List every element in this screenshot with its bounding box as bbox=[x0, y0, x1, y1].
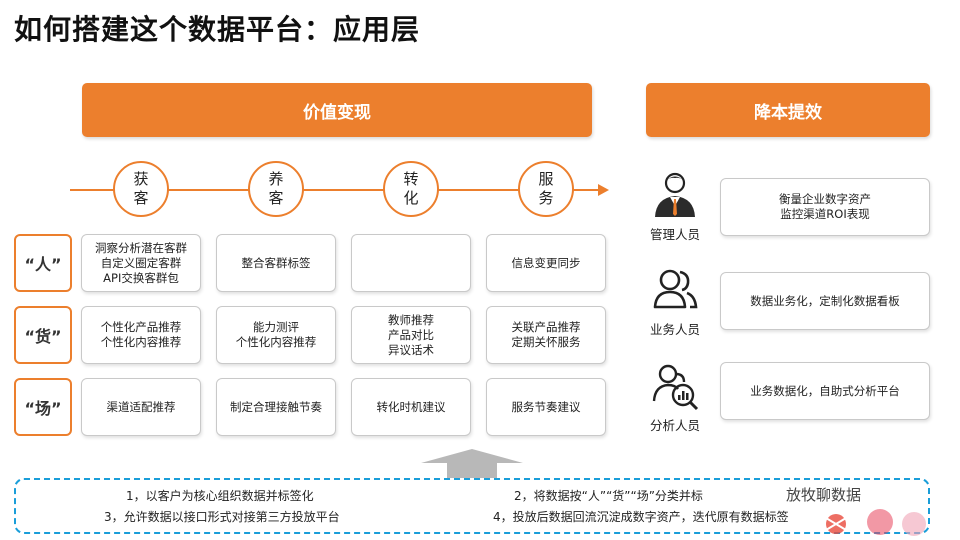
cell-goods-convert: 教师推荐 产品对比 异议话术 bbox=[351, 306, 471, 364]
note-3: 3，允许数据以接口形式对接第三方投放平台 bbox=[104, 510, 340, 524]
role-label: 分析人员 bbox=[649, 418, 700, 433]
business-staff-icon bbox=[650, 265, 700, 315]
role-label: 业务人员 bbox=[649, 322, 700, 337]
watermark-text: 放牧聊数据 bbox=[786, 486, 862, 504]
cell-line: 个性化产品推荐 bbox=[100, 320, 182, 334]
note-1: 1，以客户为核心组织数据并标签化 bbox=[126, 489, 314, 503]
cell-goods-service: 关联产品推荐 定期关怀服务 bbox=[486, 306, 606, 364]
cell-scene-convert: 转化时机建议 bbox=[351, 378, 471, 436]
cell-line: 制定合理接触节奏 bbox=[230, 399, 322, 414]
cell-line: 洞察分析潜在客群 bbox=[95, 240, 187, 255]
cell-line: 自定义圈定客群 bbox=[100, 255, 182, 270]
manager-description: 衡量企业数字资产 监控渠道ROI表现 bbox=[720, 178, 930, 236]
efficiency-banner: 降本提效 bbox=[646, 83, 930, 137]
up-arrow-icon bbox=[421, 449, 523, 483]
cell-line: 个性化内容推荐 bbox=[100, 335, 182, 349]
cell-scene-acquire: 渠道适配推荐 bbox=[81, 378, 201, 436]
cell-line: 关联产品推荐 bbox=[511, 320, 581, 334]
role-analyst: 分析人员 bbox=[640, 361, 710, 434]
cell-line: 转化时机建议 bbox=[376, 399, 446, 414]
desc-line: 业务数据化，自助式分析平台 bbox=[750, 383, 900, 398]
analyst-description: 业务数据化，自助式分析平台 bbox=[720, 362, 930, 420]
stage-timeline bbox=[70, 189, 600, 191]
stage-service: 服务 bbox=[518, 161, 574, 217]
cell-scene-nurture: 制定合理接触节奏 bbox=[216, 378, 336, 436]
role-label: 管理人员 bbox=[649, 227, 700, 242]
watermark-logo bbox=[822, 500, 932, 540]
row-label-goods: “货” bbox=[14, 306, 72, 364]
cell-line: 教师推荐 bbox=[388, 312, 434, 327]
stage-acquire: 获客 bbox=[113, 161, 169, 217]
cell-people-nurture: 整合客群标签 bbox=[216, 234, 336, 292]
role-manager: 管理人员 bbox=[640, 170, 710, 243]
note-4: 4，投放后数据回流沉淀成数字资产，迭代原有数据标签 bbox=[493, 510, 789, 524]
desc-line: 监控渠道ROI表现 bbox=[780, 207, 870, 221]
desc-line: 数据业务化，定制化数据看板 bbox=[750, 293, 900, 308]
row-label-people: “人” bbox=[14, 234, 72, 292]
manager-icon bbox=[650, 170, 700, 220]
notes-panel bbox=[14, 478, 930, 534]
business-staff-description: 数据业务化，定制化数据看板 bbox=[720, 272, 930, 330]
value-banner: 价值变现 bbox=[82, 83, 592, 137]
cell-goods-acquire: 个性化产品推荐 个性化内容推荐 bbox=[81, 306, 201, 364]
cell-line: 产品对比 bbox=[388, 327, 434, 342]
cell-line: 渠道适配推荐 bbox=[106, 399, 176, 414]
row-label-scene: “场” bbox=[14, 378, 72, 436]
stage-convert: 转化 bbox=[383, 161, 439, 217]
cell-line: 信息变更同步 bbox=[511, 255, 581, 270]
note-2: 2，将数据按“人”“货”“场”分类并标 bbox=[514, 489, 703, 503]
cell-people-service: 信息变更同步 bbox=[486, 234, 606, 292]
timeline-arrow-icon bbox=[598, 184, 609, 196]
cell-line: 服务节奏建议 bbox=[511, 399, 581, 414]
cell-people-acquire: 洞察分析潜在客群 自定义圈定客群 API交换客群包 bbox=[81, 234, 201, 292]
cell-line: 整合客群标签 bbox=[241, 255, 311, 270]
page-title: 如何搭建这个数据平台：应用层 bbox=[14, 13, 421, 46]
role-business-staff: 业务人员 bbox=[640, 265, 710, 338]
cell-goods-nurture: 能力测评 个性化内容推荐 bbox=[216, 306, 336, 364]
cell-line: 个性化内容推荐 bbox=[235, 335, 317, 349]
cell-line: 异议话术 bbox=[388, 342, 434, 357]
cell-scene-service: 服务节奏建议 bbox=[486, 378, 606, 436]
cell-people-convert bbox=[351, 234, 471, 292]
analyst-icon bbox=[650, 361, 700, 411]
stage-nurture: 养客 bbox=[248, 161, 304, 217]
cell-line: 定期关怀服务 bbox=[511, 335, 581, 349]
cell-line: 能力测评 bbox=[253, 320, 299, 334]
cell-line: API交换客群包 bbox=[103, 270, 179, 285]
desc-line: 衡量企业数字资产 bbox=[779, 192, 871, 206]
